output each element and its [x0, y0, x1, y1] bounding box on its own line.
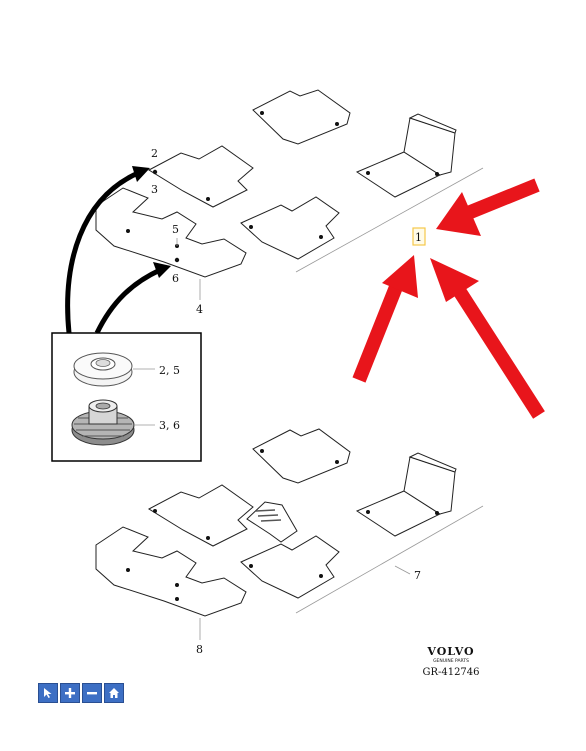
- red-arrow-bottom-left: [352, 255, 418, 383]
- floor-mat-rear-right-lower: [252, 428, 351, 484]
- floor-mat-front-left-upper: [147, 145, 254, 208]
- tunnel-mat-lower: [246, 501, 298, 543]
- callout-1-highlight: [412, 227, 426, 246]
- floor-mat-front-right-lower: [240, 535, 340, 599]
- callout-3-6: 3, 6: [159, 419, 180, 432]
- volvo-logo: VOLVO: [426, 645, 474, 658]
- floor-mat-rear-bench-upper: [95, 187, 247, 278]
- zoom-in-button[interactable]: [60, 683, 80, 703]
- cursor-icon: [42, 687, 54, 699]
- select-button[interactable]: [38, 683, 58, 703]
- callout-2: 2: [151, 147, 158, 160]
- home-button[interactable]: [104, 683, 124, 703]
- callout-1: 1: [415, 231, 422, 244]
- minus-icon: [86, 687, 98, 699]
- callout-6: 6: [172, 272, 179, 285]
- fastener-clip-bottom: [71, 399, 135, 446]
- red-arrow-bottom-right: [430, 258, 545, 419]
- red-arrow-top-right: [436, 178, 540, 236]
- fastener-clip-top: [73, 352, 133, 387]
- leader-arrow-clip-bottom: [94, 267, 162, 335]
- trunk-liner-upper: [355, 113, 457, 198]
- genuine-parts-tagline: GENUINE PARTS: [433, 658, 469, 664]
- viewer-toolbar: [38, 683, 124, 703]
- callout-5: 5: [172, 223, 179, 236]
- plus-icon: [64, 687, 76, 699]
- leader-arrow-clip-top: [65, 170, 140, 334]
- drawing-code: GR-412746: [422, 667, 479, 678]
- home-icon: [108, 687, 120, 699]
- floor-mat-rear-right-upper: [252, 89, 351, 145]
- callout-2-5: 2, 5: [159, 364, 180, 377]
- floor-mat-rear-bench-lower: [95, 526, 247, 617]
- fastener-inset-box: [51, 332, 202, 462]
- callout-8: 8: [196, 643, 203, 656]
- floor-mat-front-left-lower: [147, 484, 254, 547]
- callout-3: 3: [151, 183, 158, 196]
- floor-mat-front-right-upper: [240, 196, 340, 260]
- callout-4: 4: [196, 303, 203, 316]
- callout-7: 7: [414, 569, 421, 582]
- trunk-liner-lower: [355, 452, 457, 537]
- zoom-out-button[interactable]: [82, 683, 102, 703]
